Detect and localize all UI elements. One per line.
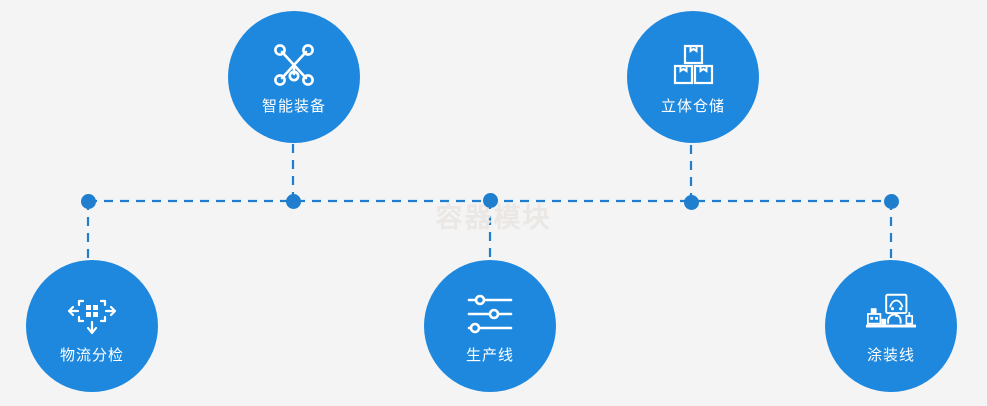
paint-booth-icon	[865, 290, 917, 338]
network-nodes-icon	[268, 41, 320, 89]
node-painting-line[interactable]: 涂装线	[825, 260, 957, 392]
connector-dot-production-line	[482, 192, 498, 208]
node-label: 涂装线	[866, 345, 915, 364]
node-label: 物流分检	[59, 345, 124, 364]
logistics-sorting-icon	[66, 290, 118, 338]
node-intelligent-equipment[interactable]: 智能装备	[228, 11, 360, 143]
node-label: 立体仓储	[660, 96, 725, 115]
connector-dot-stereoscopic-warehouse	[683, 194, 699, 210]
node-logistics-sorting[interactable]: 物流分检	[26, 260, 158, 392]
stacked-boxes-icon	[667, 41, 719, 89]
connector-dot-painting-line	[883, 193, 899, 209]
connector-dot-intelligent-equipment	[285, 193, 301, 209]
node-production-line[interactable]: 生产线	[424, 260, 556, 392]
node-stereoscopic-warehouse[interactable]: 立体仓储	[627, 11, 759, 143]
node-label: 生产线	[465, 345, 514, 364]
node-label: 智能装备	[261, 96, 326, 115]
sliders-icon	[464, 290, 516, 338]
connector-dot-logistics-sorting	[80, 193, 96, 209]
